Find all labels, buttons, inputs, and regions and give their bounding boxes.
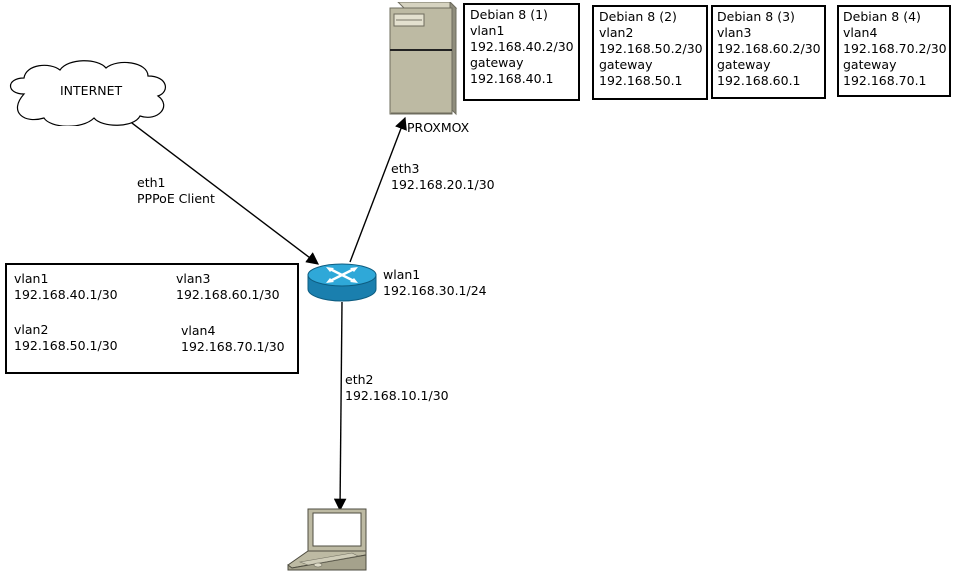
vm-vlan: vlan3 bbox=[717, 25, 752, 40]
vm-box-debian-1: Debian 8 (1) vlan1 192.168.40.2/30 gatew… bbox=[463, 3, 580, 101]
router-vlan-ip: 192.168.70.1/30 bbox=[181, 339, 285, 354]
proxmox-label: PROXMOX bbox=[407, 120, 470, 135]
router-vlan-name: vlan4 bbox=[181, 323, 216, 338]
router-vlan-name: vlan1 bbox=[14, 271, 49, 286]
vm-title: Debian 8 (4) bbox=[843, 9, 921, 24]
wlan1-name: wlan1 bbox=[383, 267, 421, 282]
router bbox=[306, 262, 378, 304]
link-router-proxmox bbox=[349, 116, 407, 263]
vm-ip: 192.168.70.2/30 bbox=[843, 41, 947, 56]
vm-box-debian-2: Debian 8 (2) vlan2 192.168.50.2/30 gatew… bbox=[592, 5, 708, 100]
vm-ip: 192.168.50.2/30 bbox=[599, 41, 703, 56]
vm-vlan: vlan2 bbox=[599, 25, 634, 40]
internet-cloud: INTERNET bbox=[2, 56, 172, 126]
vm-title: Debian 8 (2) bbox=[599, 9, 677, 24]
server-icon bbox=[389, 2, 458, 116]
eth3-ip: 192.168.20.1/30 bbox=[391, 177, 495, 192]
vm-gateway-label: gateway bbox=[470, 55, 524, 70]
eth2-ip: 192.168.10.1/30 bbox=[345, 388, 449, 403]
router-vlan-ip: 192.168.60.1/30 bbox=[176, 287, 280, 302]
router-vlan-box: vlan1 192.168.40.1/30 vlan3 192.168.60.1… bbox=[5, 263, 299, 374]
vm-box-debian-4: Debian 8 (4) vlan4 192.168.70.2/30 gatew… bbox=[837, 5, 951, 97]
vm-vlan: vlan4 bbox=[843, 25, 878, 40]
eth1-desc: PPPoE Client bbox=[137, 191, 215, 206]
internet-label: INTERNET bbox=[60, 83, 123, 98]
proxmox-server bbox=[388, 2, 458, 116]
vm-vlan: vlan1 bbox=[470, 23, 505, 38]
vm-ip: 192.168.60.2/30 bbox=[717, 41, 821, 56]
eth3-name: eth3 bbox=[391, 161, 420, 176]
vm-gateway-label: gateway bbox=[717, 57, 771, 72]
cloud-icon bbox=[9, 60, 166, 126]
link-router-laptop bbox=[333, 301, 347, 512]
laptop-icon bbox=[287, 508, 367, 571]
router-vlan-name: vlan3 bbox=[176, 271, 211, 286]
link-internet-router bbox=[119, 113, 320, 265]
vm-box-debian-3: Debian 8 (3) vlan3 192.168.60.2/30 gatew… bbox=[711, 5, 826, 99]
laptop bbox=[286, 508, 368, 572]
eth1-name: eth1 bbox=[137, 175, 166, 190]
eth2-name: eth2 bbox=[345, 372, 374, 387]
router-vlan-ip: 192.168.40.1/30 bbox=[14, 287, 118, 302]
vm-gateway: 192.168.60.1 bbox=[717, 73, 801, 88]
vm-gateway: 192.168.70.1 bbox=[843, 73, 927, 88]
router-vlan-name: vlan2 bbox=[14, 322, 49, 337]
vm-gateway: 192.168.50.1 bbox=[599, 73, 683, 88]
vm-title: Debian 8 (1) bbox=[470, 7, 548, 22]
vm-ip: 192.168.40.2/30 bbox=[470, 39, 574, 54]
vm-gateway-label: gateway bbox=[843, 57, 897, 72]
router-icon bbox=[307, 263, 377, 302]
router-vlan-ip: 192.168.50.1/30 bbox=[14, 338, 118, 353]
vm-gateway: 192.168.40.1 bbox=[470, 71, 554, 86]
wlan1-ip: 192.168.30.1/24 bbox=[383, 283, 487, 298]
vm-title: Debian 8 (3) bbox=[717, 9, 795, 24]
vm-gateway-label: gateway bbox=[599, 57, 653, 72]
